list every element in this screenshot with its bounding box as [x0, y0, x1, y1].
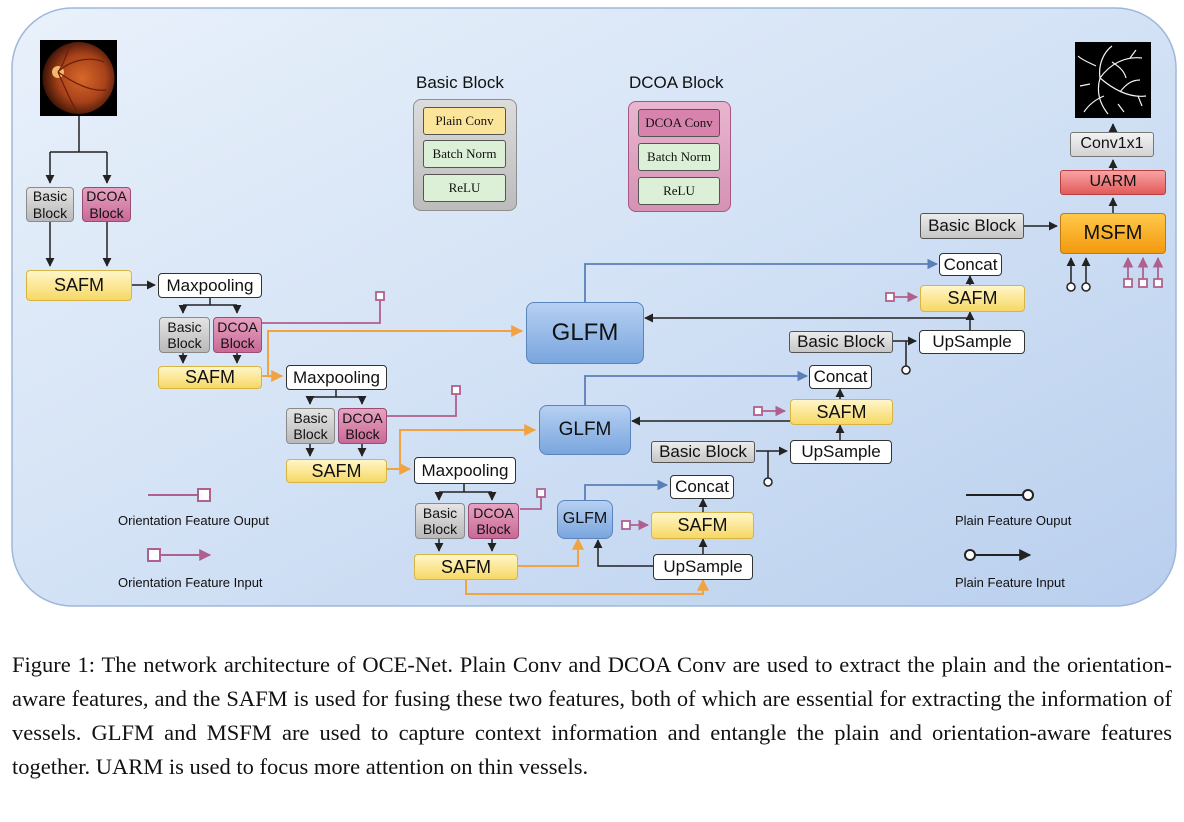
glfm-large: GLFM	[526, 302, 644, 364]
encoder4-basic-block-line1: Basic	[422, 504, 458, 521]
legend-orientation-input-glyph	[147, 548, 161, 562]
legend-relu: ReLU	[423, 174, 506, 202]
encoder3-dcoa-block-line2: Block	[345, 426, 380, 442]
basic-block-legend-panel: Plain Conv Batch Norm ReLU	[413, 99, 517, 211]
legend-batch-norm: Batch Norm	[423, 140, 506, 168]
encoder3-basic-block-line1: Basic	[293, 409, 328, 426]
vessel-segmentation-map	[1075, 42, 1151, 118]
safm-connectors	[262, 325, 709, 595]
decoder1-safm: SAFM	[920, 285, 1025, 312]
encoder4-basic-block-line2: Block	[422, 521, 458, 537]
encoder2-dcoa-block: DCOA Block	[213, 317, 262, 353]
decoder1-basic-block: Basic Block	[920, 213, 1024, 239]
conv1x1-block: Conv1x1	[1070, 132, 1154, 157]
msfm-block: MSFM	[1060, 213, 1166, 254]
encoder2-basic-block: Basic Block	[159, 317, 210, 353]
decoder2-safm: SAFM	[790, 399, 893, 425]
encoder2-dcoa-block-line2: Block	[220, 335, 255, 351]
dcoa-block-legend-panel: DCOA Conv Batch Norm ReLU	[628, 101, 731, 212]
encoder1-maxpooling: Maxpooling	[158, 273, 262, 298]
encoder1-dcoa-block-line2: Block	[89, 204, 124, 221]
retina-fundus-image	[40, 40, 117, 116]
decoder3-safm: SAFM	[651, 512, 754, 539]
encoder3-dcoa-block: DCOA Block	[338, 408, 387, 444]
glfm-small: GLFM	[557, 500, 613, 539]
orientation-connectors	[262, 256, 1164, 531]
legend-relu-dcoa: ReLU	[638, 177, 720, 205]
encoder4-basic-block: Basic Block	[415, 503, 465, 539]
uarm-block: UARM	[1060, 170, 1166, 195]
plain-connectors	[45, 116, 1118, 567]
legend-orientation-output-label: Orientation Feature Ouput	[118, 513, 270, 528]
legend-plain-input-label: Plain Feature Input	[955, 575, 1065, 590]
legend-glyphs	[147, 488, 1034, 562]
decoder1-upsample: UpSample	[919, 330, 1025, 354]
legend-batch-norm-dcoa: Batch Norm	[638, 143, 720, 171]
encoder3-dcoa-block-line1: DCOA	[342, 409, 383, 426]
encoder3-basic-block: Basic Block	[286, 408, 335, 444]
dcoa-block-legend-title: DCOA Block	[629, 73, 724, 92]
encoder2-safm: SAFM	[158, 366, 262, 389]
decoder3-basic-block: Basic Block	[651, 441, 755, 463]
legend-plain-input-glyph	[964, 549, 976, 561]
legend-dcoa-conv: DCOA Conv	[638, 109, 720, 137]
encoder4-dcoa-block-line2: Block	[476, 521, 511, 537]
encoder2-basic-block-line1: Basic	[167, 318, 202, 335]
encoder2-basic-block-line2: Block	[167, 335, 202, 351]
legend-plain-conv: Plain Conv	[423, 107, 506, 135]
decoder2-concat: Concat	[809, 365, 872, 389]
decoder2-basic-block: Basic Block	[789, 331, 893, 353]
encoder4-dcoa-block: DCOA Block	[468, 503, 519, 539]
decoder1-concat: Concat	[939, 253, 1002, 276]
legend-plain-output-label: Plain Feature Ouput	[955, 513, 1072, 528]
encoder1-basic-block-line1: Basic	[32, 188, 68, 205]
encoder1-basic-block: Basic Block	[26, 187, 74, 222]
encoder3-safm: SAFM	[286, 459, 387, 483]
encoder4-safm: SAFM	[414, 554, 518, 580]
figure-caption: Figure 1: The network architecture of OC…	[12, 652, 1172, 779]
encoder3-maxpooling: Maxpooling	[414, 457, 516, 484]
basic-block-legend-title: Basic Block	[416, 73, 504, 92]
decoder3-concat: Concat	[670, 475, 734, 499]
glfm-medium: GLFM	[539, 405, 631, 455]
encoder3-basic-block-line2: Block	[293, 426, 328, 442]
encoder1-safm: SAFM	[26, 270, 132, 301]
encoder1-basic-block-line2: Block	[32, 204, 68, 221]
decoder2-upsample: UpSample	[790, 440, 892, 464]
decoder3-upsample: UpSample	[653, 554, 753, 580]
encoder2-dcoa-block-line1: DCOA	[217, 318, 258, 335]
glfm-connectors	[584, 258, 939, 500]
encoder1-dcoa-block-line1: DCOA	[86, 188, 127, 205]
legend-orientation-input-label: Orientation Feature Input	[118, 575, 263, 590]
encoder1-dcoa-block: DCOA Block	[82, 187, 131, 222]
encoder4-dcoa-block-line1: DCOA	[473, 504, 514, 521]
encoder2-maxpooling: Maxpooling	[286, 365, 387, 390]
